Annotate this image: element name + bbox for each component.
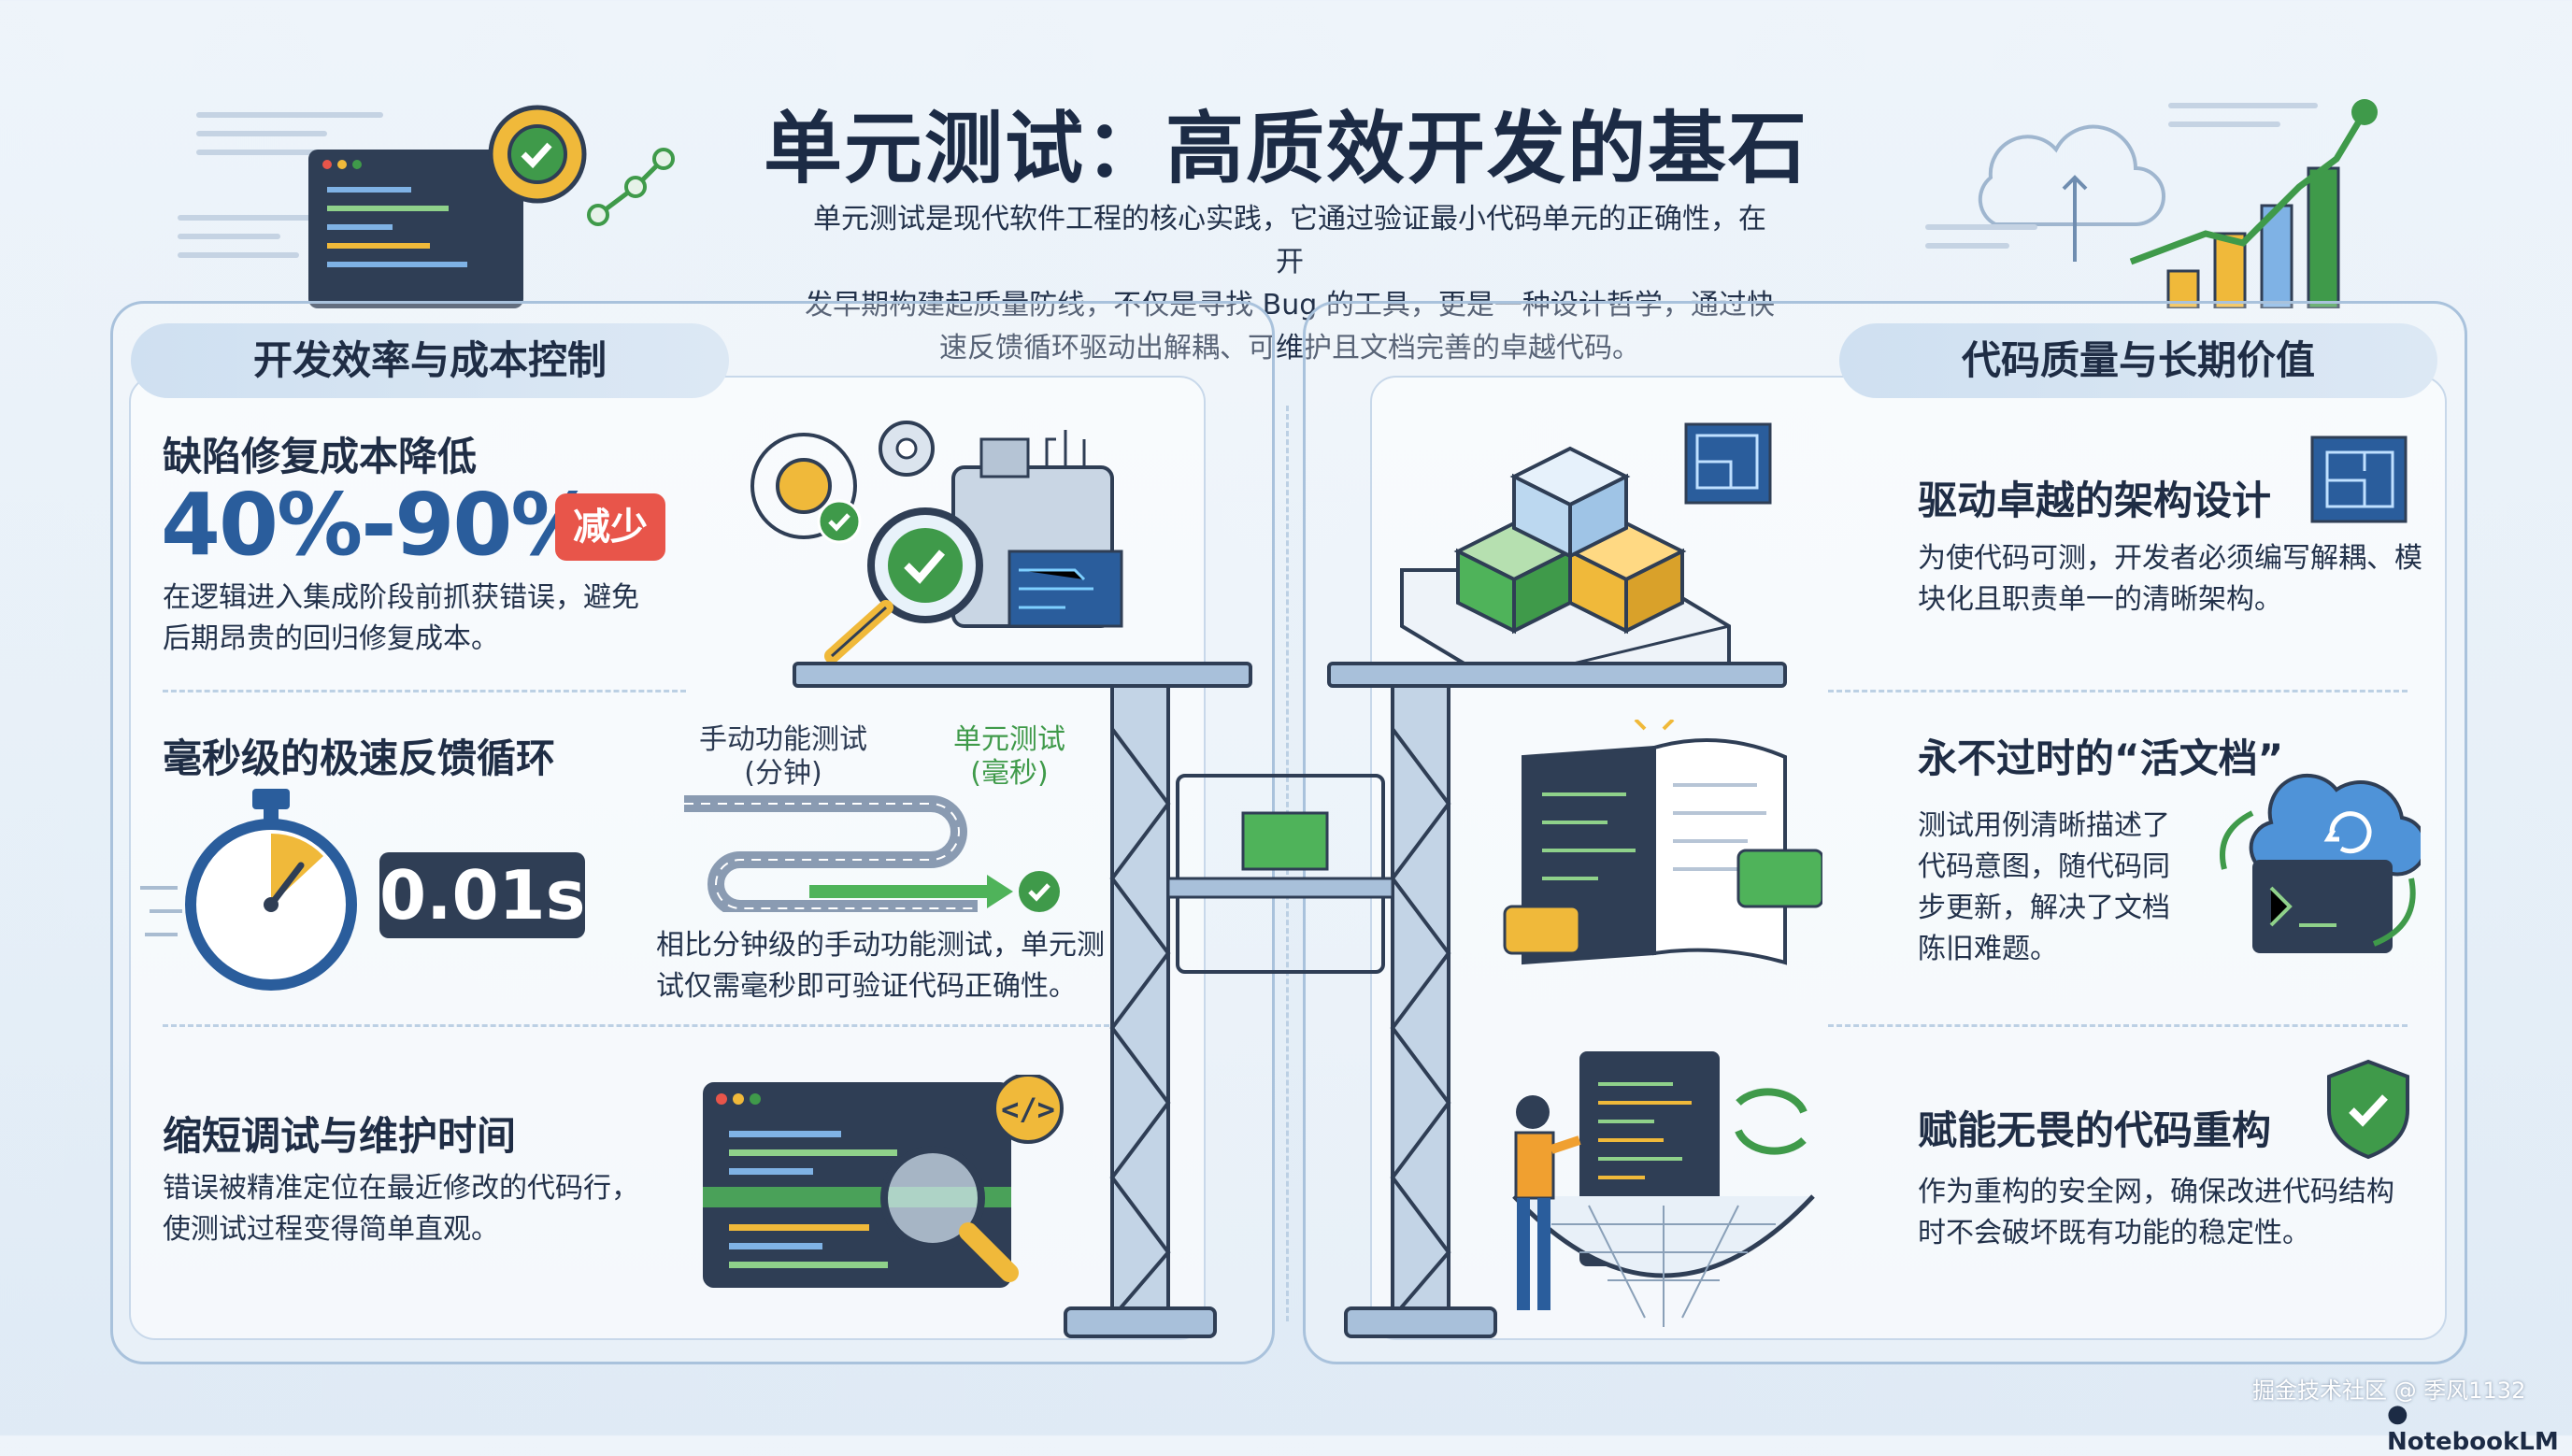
svg-text:</>: </>	[1001, 1092, 1055, 1127]
debug-time-title: 缩短调试与维护时间	[163, 1113, 517, 1159]
page-title: 单元测试：高质效开发的基石	[763, 103, 1808, 194]
watermark-text: 掘金技术社区 @ 季风1132	[2252, 1377, 2526, 1404]
brand-logo-text: ● NotebookLM	[2387, 1400, 2559, 1456]
code-debug-magnifier-icon: </>	[703, 1075, 1064, 1288]
divider	[163, 1024, 1135, 1027]
feedback-loop-title: 毫秒级的极速反馈循环	[163, 735, 556, 781]
divider	[1828, 690, 2408, 692]
unit-test-label: 单元测试 (毫秒)	[953, 723, 1065, 790]
scaffold-tower-icon	[793, 662, 1787, 1338]
feedback-loop-desc: 相比分钟级的手动功能测试，单元测 试仅需毫秒即可验证代码正确性。	[656, 929, 1105, 1003]
divider	[1828, 1024, 2408, 1027]
cloud-sync-icon	[2220, 773, 2421, 953]
right-section-title: 代码质量与长期价值	[1839, 323, 2437, 398]
left-section-title: 开发效率与成本控制	[131, 323, 729, 398]
defect-cost-desc: 在逻辑进入集成阶段前抓获错误，避免 后期昂贵的回归修复成本。	[163, 581, 639, 655]
speed-path-arrow-icon	[684, 795, 1060, 912]
blueprint-icon	[2310, 435, 2408, 523]
debug-time-desc: 错误被精准定位在最近修改的代码行， 使测试过程变得简单直观。	[163, 1172, 639, 1246]
cost-reduction-value: 40%-90%	[161, 475, 597, 575]
reduction-badge: 减少	[555, 493, 665, 561]
cloud-growth-chart-icon	[1925, 99, 2378, 308]
manual-test-label: 手动功能测试 (分钟)	[699, 723, 867, 790]
code-window-gear-icon	[178, 105, 675, 308]
refactor-desc: 作为重构的安全网，确保改进代码结构 时不会破坏既有功能的稳定性。	[1918, 1176, 2394, 1249]
divider	[163, 690, 686, 692]
gear-machine-magnifier-icon	[750, 421, 1123, 664]
timer-display: 0.01s	[379, 852, 586, 938]
living-docs-desc: 测试用例清晰描述了 代码意图，随代码同 步更新，解决了文档 陈旧难题。	[1918, 809, 2170, 965]
defect-cost-title: 缺陷修复成本降低	[163, 434, 478, 479]
shield-check-icon	[2327, 1059, 2409, 1160]
refactor-title: 赋能无畏的代码重构	[1918, 1107, 2272, 1153]
intro-paragraph: 单元测试是现代软件工程的核心实践，它通过验证最小代码单元的正确性，在开 发早期构…	[805, 203, 1775, 364]
notebook-icon: ●	[2387, 1400, 2408, 1428]
blueprint-small-icon	[1684, 422, 1772, 505]
cube-blocks-icon	[1400, 446, 1731, 684]
architecture-desc: 为使代码可测，开发者必须编写解耦、模 块化且职责单一的清晰架构。	[1918, 542, 2422, 616]
refactor-safety-net-icon	[1512, 1051, 1815, 1327]
architecture-title: 驱动卓越的架构设计	[1918, 478, 2272, 523]
living-docs-title: 永不过时的“活文档”	[1918, 735, 2284, 781]
open-book-icon	[1503, 720, 1822, 965]
stopwatch-icon	[140, 789, 357, 991]
